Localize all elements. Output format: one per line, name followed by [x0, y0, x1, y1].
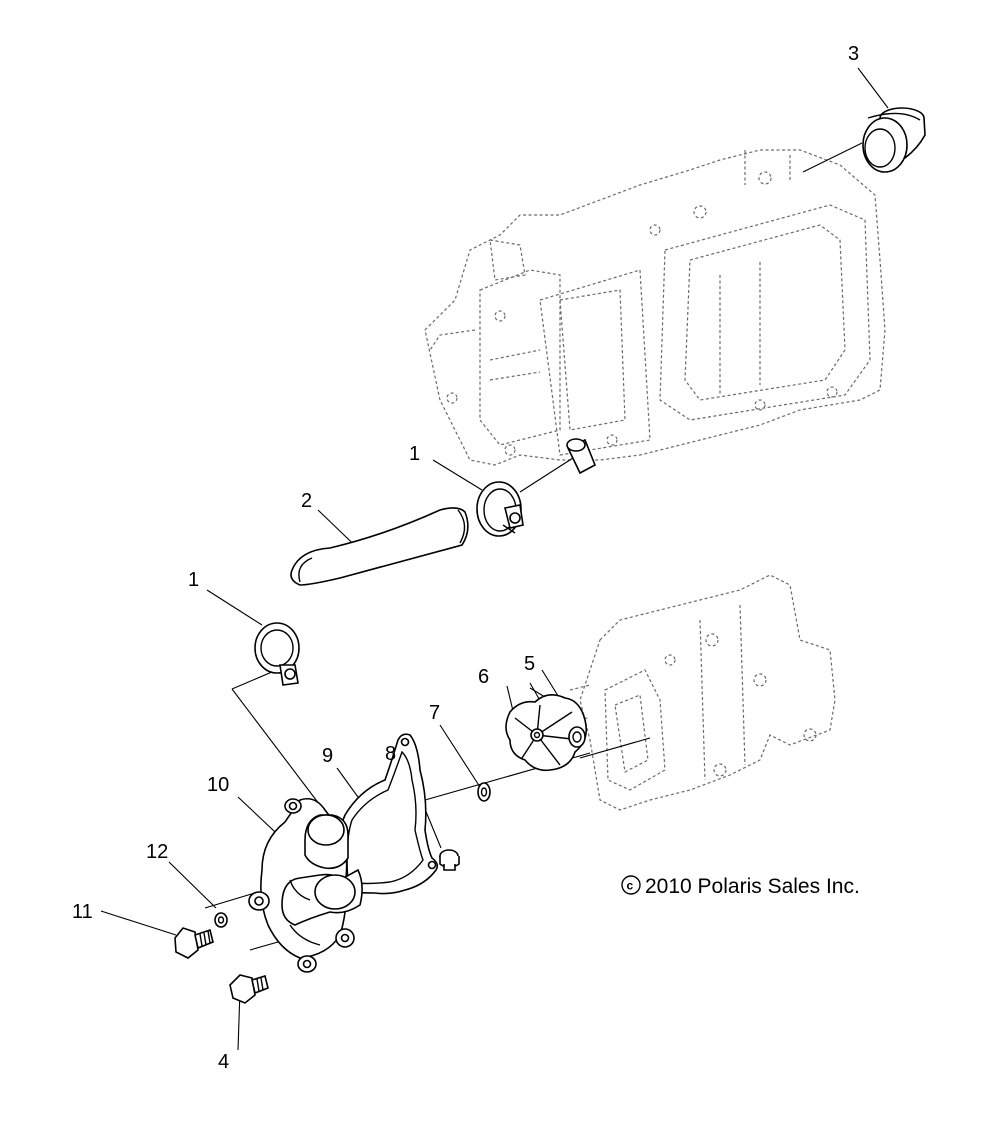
copyright-symbol: c [627, 879, 634, 893]
washer-part-7 [477, 782, 491, 802]
callout-5: 5 [524, 653, 535, 675]
callout-10: 10 [207, 774, 229, 796]
callout-4: 4 [218, 1051, 229, 1073]
gasket-part-9 [336, 733, 439, 895]
callout-2: 2 [301, 490, 312, 512]
callout-leaders [100, 67, 889, 1051]
coolant-hose-part-2 [290, 507, 469, 586]
hose-clamp-part-1-lower [254, 622, 300, 686]
copyright-text: 2010 Polaris Sales Inc. [645, 875, 860, 898]
callout-11: 11 [72, 901, 93, 923]
seal-part-5 [568, 726, 586, 748]
callout-1-lower: 1 [188, 569, 199, 591]
water-pump-cover-part-10 [248, 797, 363, 973]
thermostat-part-3 [862, 107, 926, 173]
washer-part-12 [214, 912, 228, 928]
cylinder-head-outline [424, 149, 886, 466]
callout-8: 8 [385, 743, 396, 765]
head-fitting [566, 438, 597, 475]
callout-3: 3 [848, 43, 859, 65]
callout-7: 7 [429, 702, 440, 724]
callout-9: 9 [322, 745, 333, 767]
crankcase-outline [567, 574, 836, 811]
bolt-part-4 [229, 974, 269, 1004]
hose-clamp-part-1-upper [476, 481, 524, 537]
impeller-part-6 [505, 694, 588, 772]
drain-plug-part-8 [439, 849, 460, 871]
callout-1-upper: 1 [409, 443, 420, 465]
callout-6: 6 [478, 666, 489, 688]
callout-12: 12 [146, 841, 168, 863]
copyright-notice: c 2010 Polaris Sales Inc. [621, 875, 860, 898]
bolt-part-11 [174, 927, 214, 959]
copyright-circle [621, 875, 641, 895]
callout-labels: 3 1 2 1 5 6 7 8 9 10 12 11 4 [72, 43, 859, 1073]
